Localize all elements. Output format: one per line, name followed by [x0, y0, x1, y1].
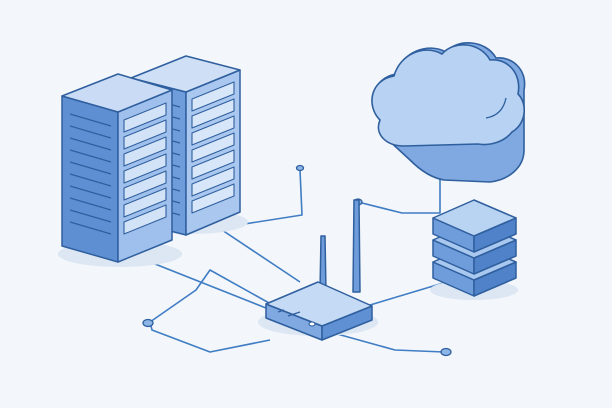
database-stack-icon — [430, 199, 518, 300]
endpoint-left-dot — [142, 318, 154, 328]
router-antenna-right — [352, 199, 361, 293]
link-bottom-right-endpoint — [329, 331, 445, 353]
link-top-endpoint — [237, 169, 303, 226]
cloud-icon — [371, 42, 526, 183]
link-cloud-router — [357, 168, 441, 214]
endpoint-bottom-right-dot — [440, 347, 452, 357]
link-right-rack-router — [209, 221, 301, 283]
server-rack-left-icon — [58, 73, 182, 267]
endpoint-top-dot — [295, 164, 305, 172]
router-icon — [258, 199, 378, 341]
link-left-rack-router — [149, 261, 277, 313]
router-led-icon — [308, 321, 316, 327]
